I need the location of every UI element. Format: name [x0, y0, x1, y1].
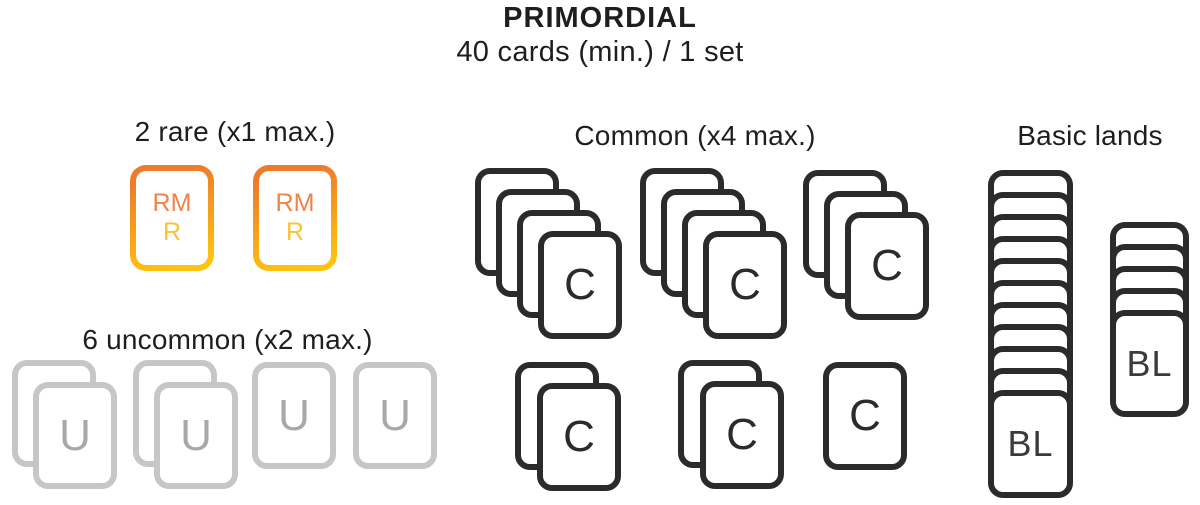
rare-card: RM R — [253, 165, 337, 271]
card-letter: C — [563, 412, 595, 461]
card-letter: R — [162, 218, 182, 246]
card-letter: U — [59, 410, 91, 460]
basic-land-card-front: BL — [988, 390, 1073, 498]
common-card-front: C — [537, 383, 621, 491]
card-letter: C — [849, 391, 881, 440]
rare-card: RM R — [130, 165, 214, 271]
card-letter: RM — [152, 189, 192, 217]
basic-land-card-front: BL — [1110, 310, 1189, 417]
page-subtitle: 40 cards (min.) / 1 set — [456, 36, 744, 68]
common-card-front: C — [700, 381, 784, 489]
card-letter: C — [729, 260, 761, 309]
card-letter: BL — [1126, 342, 1173, 384]
common-card-front: C — [703, 231, 787, 339]
rare-card-face: RM R — [136, 171, 208, 265]
card-letter: C — [564, 260, 596, 309]
basic-lands-section-label: Basic lands — [1017, 120, 1163, 151]
common-card: C — [823, 362, 907, 470]
page-title: PRIMORDIAL — [503, 2, 697, 34]
uncommon-card-front: U — [154, 382, 238, 489]
common-card-front: C — [845, 212, 929, 320]
uncommon-card: U — [353, 362, 437, 469]
common-card-front: C — [538, 231, 622, 339]
card-letter: U — [379, 390, 411, 440]
card-letter: U — [180, 410, 212, 460]
rare-section-label: 2 rare (x1 max.) — [134, 116, 336, 147]
uncommon-card-front: U — [33, 382, 117, 489]
uncommon-section-label: 6 uncommon (x2 max.) — [82, 324, 373, 355]
card-letter: U — [278, 390, 310, 440]
card-letter: BL — [1007, 423, 1054, 464]
uncommon-card: U — [252, 362, 336, 469]
card-letter: C — [871, 241, 903, 290]
card-letter: R — [285, 218, 305, 246]
card-letter: RM — [275, 189, 315, 217]
card-letter: C — [726, 410, 758, 459]
common-section-label: Common (x4 max.) — [574, 120, 816, 151]
rare-card-face: RM R — [259, 171, 331, 265]
